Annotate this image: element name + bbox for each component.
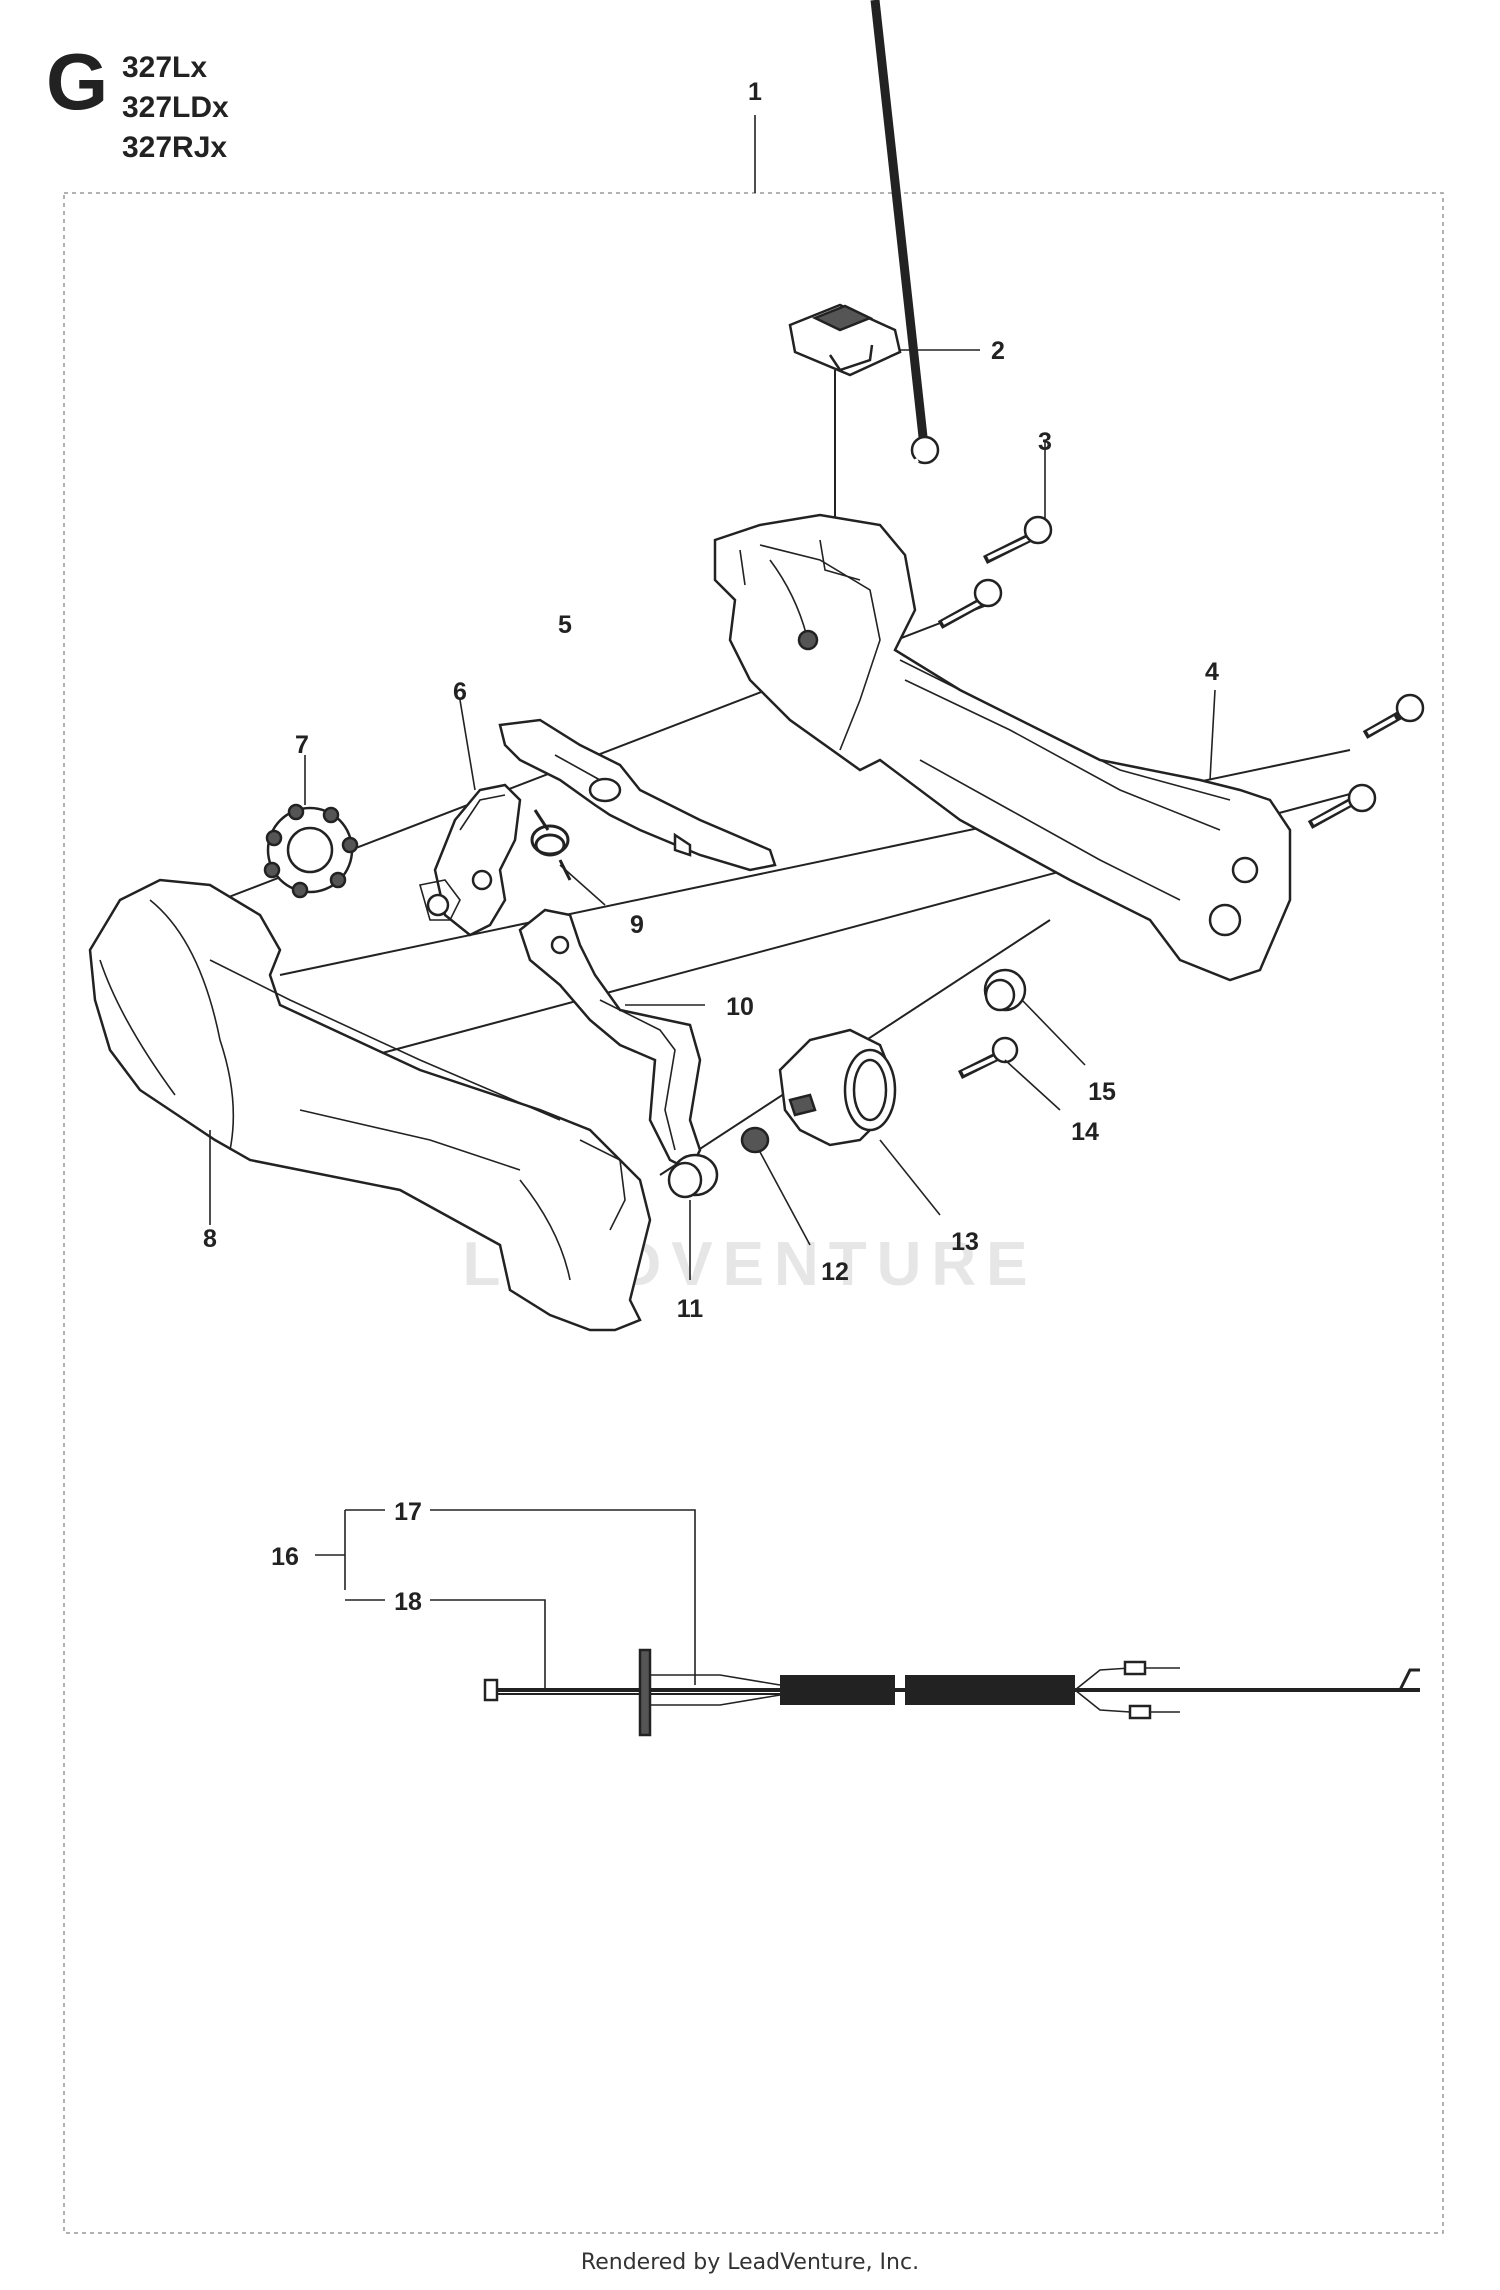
leader-line-6 [459, 699, 476, 791]
throttle-cable [483, 1648, 1420, 1737]
callout-16: 16 [271, 1543, 299, 1571]
leader-line-15 [1021, 999, 1086, 1066]
callout-12: 12 [821, 1258, 849, 1286]
grommet-large [667, 1153, 719, 1199]
footer-credit: Rendered by LeadVenture, Inc. [580, 2250, 920, 2275]
callout-6: 6 [453, 678, 467, 706]
callout-10: 10 [726, 993, 754, 1021]
screw-part [1362, 693, 1425, 739]
stop-switch [788, 303, 902, 377]
throttle-trigger [518, 908, 702, 1172]
callout-4: 4 [1205, 658, 1219, 686]
assembly-frame [63, 192, 1444, 2234]
callout-14: 14 [1071, 1118, 1099, 1146]
bushing-small [740, 1126, 770, 1154]
model-list: 327Lx 327LDx 327RJx [122, 48, 229, 168]
damper-ring [263, 803, 359, 899]
screw-part [937, 578, 1003, 629]
model-name: 327Lx [122, 51, 208, 84]
throttle-lockout [498, 718, 777, 872]
leader-line-4 [1209, 689, 1216, 781]
leader-line-12 [759, 1151, 811, 1246]
spring [530, 809, 572, 881]
leader-line-17 [430, 1509, 696, 1685]
leader-line-9 [559, 864, 606, 906]
screw-part [870, 0, 940, 480]
screw-part [982, 515, 1053, 565]
model-name: 327RJx [122, 131, 228, 164]
leader-line-13 [879, 1139, 941, 1216]
callout-1: 1 [748, 78, 762, 106]
callout-8: 8 [203, 1225, 217, 1253]
callout-5: 5 [558, 611, 572, 639]
screw-part [1307, 783, 1377, 829]
callout-17: 17 [394, 1498, 422, 1526]
model-name: 327LDx [122, 91, 229, 124]
leader-line-14 [1004, 1059, 1061, 1111]
handle-half-left [88, 878, 652, 1332]
callout-13: 13 [951, 1228, 979, 1256]
grommet-large [983, 968, 1027, 1012]
callout-15: 15 [1088, 1078, 1116, 1106]
leader-line-18 [430, 1599, 546, 1688]
section-letter: G [46, 37, 109, 126]
handle-half-right [713, 513, 1292, 982]
callout-9: 9 [630, 911, 644, 939]
screw-part [957, 1036, 1019, 1080]
callout-2: 2 [991, 337, 1005, 365]
clamp-sleeve [778, 1028, 897, 1147]
callout-18: 18 [394, 1588, 422, 1616]
callout-3: 3 [1038, 428, 1052, 456]
callout-11: 11 [677, 1295, 704, 1323]
throttle-lever-frame [418, 783, 522, 937]
callout-7: 7 [295, 731, 309, 759]
